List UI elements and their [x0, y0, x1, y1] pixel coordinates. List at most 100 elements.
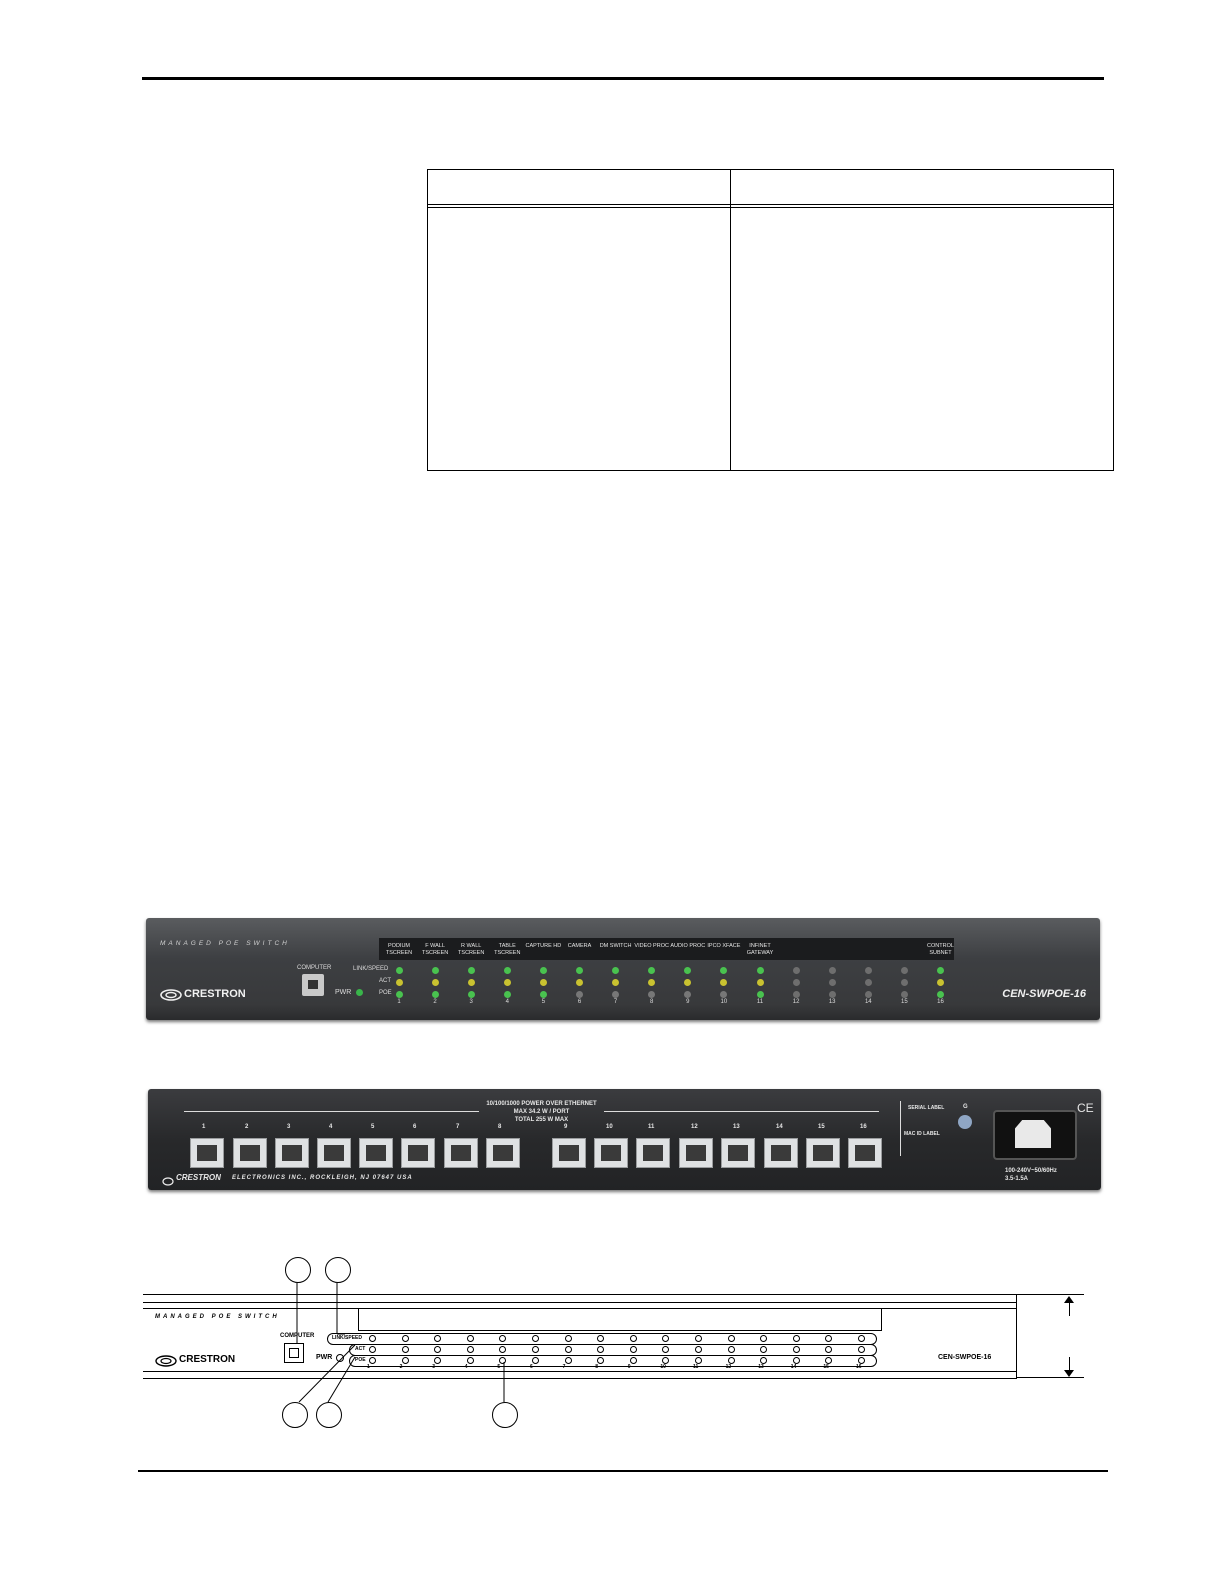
ethernet-port-12[interactable]: [679, 1138, 713, 1168]
line-port-3-led-act: [434, 1346, 442, 1353]
port-number-12: 12: [792, 999, 800, 1005]
port-label-8: VIDEO PROC: [634, 943, 669, 949]
line-port-16-led-act: [858, 1346, 865, 1353]
port-label-4: TABLE TSCREEN: [494, 943, 521, 956]
line-port-5-led-act: [499, 1346, 507, 1353]
line-port-number-10: 10: [660, 1364, 666, 1370]
port-7-led-act: [612, 979, 620, 986]
ethernet-port-11[interactable]: [636, 1138, 670, 1168]
rear-header-line-right: [604, 1111, 879, 1112]
line-port-7-led-act: [564, 1346, 572, 1353]
rear-port-number-13: 13: [733, 1124, 740, 1130]
port-11-led-link: [756, 967, 764, 974]
port-5-led-act: [539, 979, 547, 986]
line-model: CEN-SWPOE-16: [938, 1354, 992, 1361]
port-14-led-act: [864, 979, 872, 986]
callout-logo: [282, 1402, 308, 1428]
port-number-9: 9: [686, 999, 690, 1005]
port-7-led-link: [612, 967, 620, 974]
line-port-14-led-act: [792, 1346, 800, 1353]
ethernet-port-4[interactable]: [317, 1138, 351, 1168]
line-port-15-led-act: [825, 1346, 833, 1353]
port-number-4: 4: [505, 999, 509, 1005]
line-port-11-led-link: [695, 1335, 702, 1342]
port-12-led-act: [792, 979, 800, 986]
port-label-2: F WALL TSCREEN: [421, 943, 449, 956]
port-number-2: 2: [433, 999, 437, 1005]
power-inlet[interactable]: [993, 1110, 1077, 1160]
ethernet-port-2[interactable]: [233, 1138, 267, 1168]
line-port-8-led-link: [597, 1335, 605, 1342]
port-15-led-poe: [900, 991, 908, 998]
port-number-10: 10: [720, 999, 728, 1005]
port-7-led-poe: [612, 991, 620, 998]
current-rating: 3.5-1.5A: [1005, 1176, 1029, 1182]
line-port-16-led-poe: [858, 1357, 865, 1364]
dimension-line-top: [1016, 1294, 1084, 1295]
rear-port-number-2: 2: [245, 1124, 249, 1130]
port-label-11: INFINET GATEWAY: [746, 943, 774, 956]
line-port-2-led-poe: [401, 1357, 409, 1364]
port-1-led-act: [395, 979, 403, 986]
port-label-9: AUDIO PROC: [670, 943, 706, 949]
callout-link-speed: [325, 1257, 351, 1283]
act-label: ACT: [379, 978, 391, 984]
ethernet-port-8[interactable]: [486, 1138, 520, 1168]
ethernet-port-7[interactable]: [444, 1138, 478, 1168]
port-9-led-act: [684, 979, 692, 986]
rear-port-number-10: 10: [606, 1124, 613, 1130]
ethernet-port-1[interactable]: [190, 1138, 224, 1168]
ethernet-port-16[interactable]: [848, 1138, 882, 1168]
ethernet-port-9[interactable]: [552, 1138, 586, 1168]
line-pwr-label: PWR: [316, 1354, 333, 1361]
usb-port[interactable]: [302, 974, 324, 996]
ethernet-port-6[interactable]: [401, 1138, 435, 1168]
line-port-6-led-act: [532, 1346, 539, 1353]
port-number-15: 15: [901, 999, 908, 1005]
ground-screw-icon: [958, 1115, 972, 1129]
line-crestron-logo: [155, 1354, 177, 1372]
label-bracket: [900, 1101, 904, 1156]
table-cell: [730, 207, 1114, 471]
port-11-led-poe: [756, 991, 764, 998]
rear-port-number-9: 9: [564, 1124, 568, 1130]
ethernet-port-15[interactable]: [806, 1138, 840, 1168]
line-port-16-led-link: [858, 1335, 865, 1342]
port-number-7: 7: [613, 999, 618, 1005]
port-label-3: R WALL TSCREEN: [458, 943, 485, 956]
line-port-9-led-act: [629, 1346, 637, 1353]
port-13-led-poe: [828, 991, 836, 998]
link-speed-label: LINK/SPEED: [353, 966, 389, 972]
port-number-8: 8: [650, 999, 654, 1005]
callout-pwr: [316, 1402, 342, 1428]
footer-rule: [138, 1470, 1108, 1472]
ethernet-port-3[interactable]: [275, 1138, 309, 1168]
spec-table: [427, 169, 1114, 471]
pwr-led: [356, 989, 363, 996]
rear-header-line-left: [184, 1111, 479, 1112]
line-port-15-led-poe: [825, 1357, 833, 1364]
port-3-led-link: [467, 967, 475, 974]
line-port-13-led-link: [760, 1335, 768, 1342]
ethernet-port-5[interactable]: [359, 1138, 393, 1168]
ethernet-port-10[interactable]: [594, 1138, 628, 1168]
port-number-3: 3: [469, 999, 473, 1005]
port-5-led-poe: [539, 991, 547, 998]
line-port-9-led-link: [629, 1335, 637, 1342]
table-cell: [427, 207, 731, 471]
port-3-led-act: [467, 979, 475, 986]
pwr-label: PWR: [335, 989, 352, 996]
port-number-11: 11: [756, 999, 764, 1005]
line-link-label: LINK/SPEED: [332, 1335, 363, 1341]
ethernet-port-14[interactable]: [764, 1138, 798, 1168]
port-number-13: 13: [828, 999, 836, 1005]
line-poe-label: POE: [355, 1357, 366, 1363]
rear-port-number-11: 11: [648, 1124, 655, 1130]
line-port-12-led-link: [727, 1335, 735, 1342]
ethernet-port-13[interactable]: [721, 1138, 755, 1168]
rear-header-1: 10/100/1000 POWER OVER ETHERNET: [486, 1101, 597, 1107]
arrow-down-icon: [1064, 1370, 1074, 1377]
line-port-number-9: 9: [627, 1364, 631, 1370]
port-6-led-link: [576, 967, 583, 974]
